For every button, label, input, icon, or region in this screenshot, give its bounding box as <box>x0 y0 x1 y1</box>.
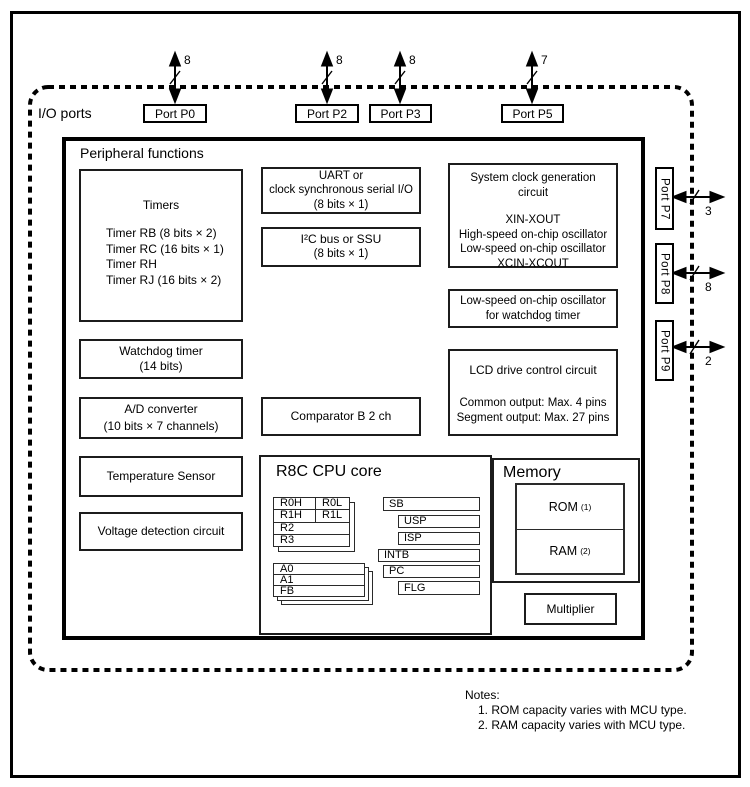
port-p9-box: Port P9 <box>655 320 674 381</box>
reg-r1l: R1L <box>315 510 349 522</box>
reg-r3: R3 <box>280 533 295 546</box>
reg-usp: USP <box>398 515 480 528</box>
sysclock-high-speed-osc: High-speed on-chip oscillator <box>458 228 608 241</box>
voltage-detection-box: Voltage detection circuit <box>79 512 243 551</box>
addr-reg-table: A0 A1 FB <box>273 563 365 597</box>
sysclock-low-speed-osc: Low-speed on-chip oscillator <box>460 243 606 255</box>
bus-width-p3: 8 <box>409 53 416 67</box>
sysclock-line1: System clock generation <box>470 172 596 184</box>
gpr-row-r1: R1H R1L <box>274 509 349 522</box>
reg-flg: FLG <box>398 581 480 595</box>
rom-ram-stack: ROM(1) RAM(2) <box>515 483 625 575</box>
reg-a0: A0 <box>280 562 294 575</box>
reg-isp: ISP <box>398 532 480 545</box>
gpr-row-r2: R2 <box>274 521 349 534</box>
adc-line2: (10 bits × 7 channels) <box>103 419 219 433</box>
uart-line2: clock synchronous serial I/O <box>269 184 413 197</box>
port-p5-box: Port P5 <box>501 104 564 123</box>
timers-box: Timers Timer RB (8 bits × 2) Timer RC (1… <box>79 169 243 322</box>
i2c-line2: (8 bits × 1) <box>313 248 369 261</box>
watchdog-timer-box: Watchdog timer (14 bits) <box>79 339 243 379</box>
sysclock-xcin-xcout: XCIN-XCOUT <box>497 257 569 270</box>
note-rom: 1. ROM capacity varies with MCU type. <box>478 703 687 717</box>
ram-label: RAM <box>549 544 578 559</box>
bus-width-p9: 2 <box>705 354 712 368</box>
low-speed-osc-box: Low-speed on-chip oscillator for watchdo… <box>448 289 618 328</box>
rom-note-ref: (1) <box>580 501 592 512</box>
bus-width-p2: 8 <box>336 53 343 67</box>
lcd-title: LCD drive control circuit <box>469 363 597 377</box>
ram-cell: RAM(2) <box>517 528 623 574</box>
gpr-table: R0H R0L R1H R1L R2 R3 <box>273 497 350 547</box>
bus-width-p7: 3 <box>705 204 712 218</box>
adc-box: A/D converter (10 bits × 7 channels) <box>79 397 243 439</box>
reg-r2: R2 <box>280 521 295 534</box>
bus-width-p5: 7 <box>541 53 548 67</box>
i2c-ssu-box: I²C bus or SSU (8 bits × 1) <box>261 227 421 267</box>
reg-fb: FB <box>280 584 295 597</box>
port-p2-box: Port P2 <box>295 104 359 123</box>
watchdog-line1: Watchdog timer <box>119 344 203 358</box>
cpu-core-title: R8C CPU core <box>276 463 382 480</box>
lcd-drive-box: LCD drive control circuit Common output:… <box>448 349 618 436</box>
notes-block: Notes: 1. ROM capacity varies with MCU t… <box>465 688 687 733</box>
port-p3-box: Port P3 <box>369 104 432 123</box>
reg-intb: INTB <box>378 549 480 562</box>
adc-line1: A/D converter <box>124 402 198 416</box>
peripheral-functions-title: Peripheral functions <box>80 145 204 161</box>
lcd-common-output: Common output: Max. 4 pins <box>459 397 607 409</box>
timer-rc: Timer RC (16 bits × 1) <box>106 241 224 256</box>
outer-border <box>10 11 741 778</box>
timer-rb: Timer RB (8 bits × 2) <box>106 226 217 240</box>
temperature-sensor-box: Temperature Sensor <box>79 456 243 497</box>
low-speed-osc-line1: Low-speed on-chip oscillator <box>460 295 606 307</box>
system-clock-box: System clock generation circuit XIN-XOUT… <box>448 163 618 270</box>
watchdog-line2: (14 bits) <box>139 359 183 373</box>
port-p0-box: Port P0 <box>143 104 207 123</box>
i2c-line1: I²C bus or SSU <box>300 232 382 247</box>
timer-rj: Timer RJ (16 bits × 2) <box>106 272 222 287</box>
uart-line3: (8 bits × 1) <box>313 198 369 211</box>
io-ports-label: I/O ports <box>38 105 92 121</box>
multiplier-box: Multiplier <box>524 593 617 625</box>
memory-title: Memory <box>503 464 561 481</box>
bus-width-p8: 8 <box>705 280 712 294</box>
reg-r1h: R1H <box>280 509 303 522</box>
sysclock-line2: circuit <box>517 186 549 199</box>
note-ram: 2. RAM capacity varies with MCU type. <box>478 718 686 732</box>
reg-sb: SB <box>383 497 480 511</box>
reg-r0l: R0L <box>315 498 349 510</box>
port-p8-box: Port P8 <box>655 243 674 304</box>
port-p7-box: Port P7 <box>655 167 674 230</box>
rom-label: ROM <box>548 499 578 514</box>
reg-r0h: R0H <box>280 497 303 510</box>
lcd-segment-output: Segment output: Max. 27 pins <box>456 411 610 424</box>
timers-title: Timers <box>142 198 180 212</box>
bus-width-p0: 8 <box>184 53 191 67</box>
sysclock-xin-xout: XIN-XOUT <box>505 214 561 226</box>
reg-pc: PC <box>383 565 480 578</box>
uart-line1: UART or <box>318 169 364 182</box>
reg-a1: A1 <box>280 573 294 586</box>
comparator-box: Comparator B 2 ch <box>261 397 421 436</box>
gpr-row-r3: R3 <box>274 533 349 546</box>
ram-note-ref: (2) <box>580 546 591 557</box>
gpr-row-r0: R0H R0L <box>274 497 349 510</box>
notes-title: Notes: <box>465 688 500 702</box>
timer-rh: Timer RH <box>106 257 157 271</box>
low-speed-osc-line2: for watchdog timer <box>485 309 581 322</box>
uart-box: UART or clock synchronous serial I/O (8 … <box>261 167 421 214</box>
rom-cell: ROM(1) <box>517 485 623 529</box>
